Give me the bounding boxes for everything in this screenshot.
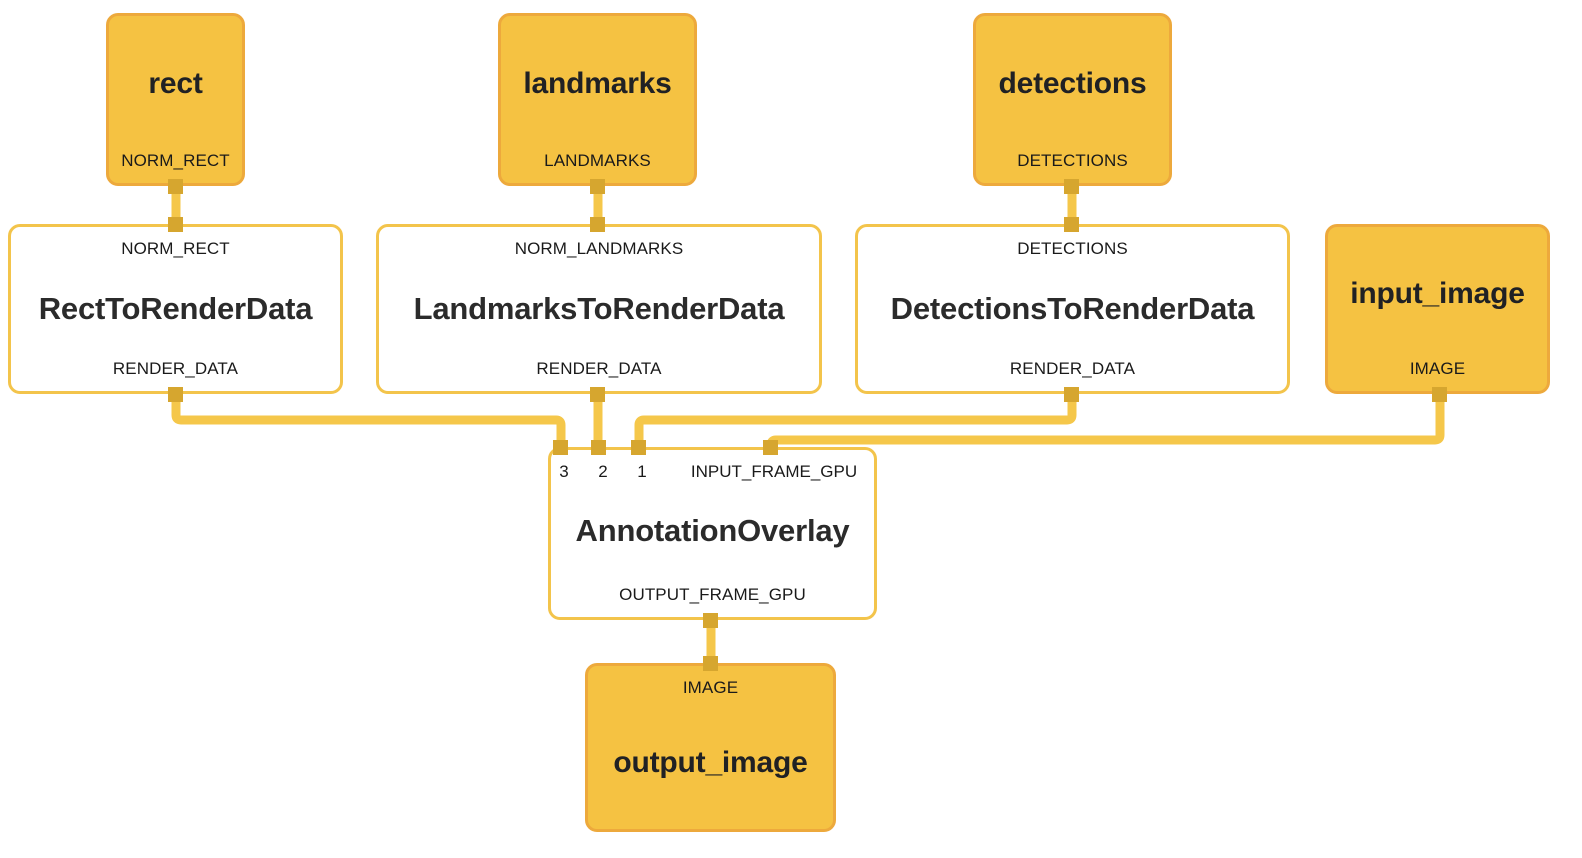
- node-title-landmarkstorenderdata: LandmarksToRenderData: [413, 291, 785, 326]
- node-landmarkstorenderdata[interactable]: NORM_LANDMARKS LandmarksToRenderData REN…: [376, 224, 822, 394]
- port-label-detectionstorenderdata-out: RENDER_DATA: [1009, 359, 1136, 378]
- port-label-overlay-input-3: 3: [559, 462, 569, 481]
- outputimage-bottom-spacer: [588, 828, 833, 829]
- inputimage-output-row: IMAGE: [1328, 359, 1547, 391]
- detectionstorenderdata-title-row: DetectionsToRenderData: [858, 259, 1287, 359]
- edge-recttorenderdata-to-overlay-3: [171, 393, 566, 452]
- node-landmarks[interactable]: landmarks LANDMARKS: [498, 13, 697, 186]
- port-label-overlay-input-frame: INPUT_FRAME_GPU: [690, 462, 858, 481]
- node-recttorenderdata[interactable]: NORM_RECT RectToRenderData RENDER_DATA: [8, 224, 343, 394]
- annotationoverlay-title-row: AnnotationOverlay: [551, 476, 874, 585]
- port-label-detections-out: DETECTIONS: [1017, 151, 1128, 170]
- detectionstorenderdata-output-row: RENDER_DATA: [858, 359, 1287, 391]
- port-label-detectionstorenderdata-in: DETECTIONS: [1017, 239, 1128, 258]
- detectionstorenderdata-input-row: DETECTIONS: [858, 227, 1287, 259]
- inputimage-title-row: input_image: [1328, 228, 1547, 359]
- node-title-rect: rect: [148, 67, 203, 100]
- edge-detectionstorenderdata-to-overlay-1: [634, 393, 1077, 452]
- port-label-overlay-input-1: 1: [637, 462, 647, 481]
- node-detectionstorenderdata[interactable]: DETECTIONS DetectionsToRenderData RENDER…: [855, 224, 1290, 394]
- port-landmarkstorenderdata-input[interactable]: [590, 217, 605, 232]
- node-title-landmarks: landmarks: [523, 67, 672, 100]
- node-title-detectionstorenderdata: DetectionsToRenderData: [890, 291, 1255, 326]
- node-inputimage[interactable]: input_image IMAGE: [1325, 224, 1550, 394]
- port-label-landmarks-out: LANDMARKS: [544, 151, 651, 170]
- port-label-landmarkstorenderdata-in: NORM_LANDMARKS: [514, 239, 684, 258]
- rect-output-row: NORM_RECT: [109, 151, 242, 183]
- node-detections[interactable]: detections DETECTIONS: [973, 13, 1172, 186]
- recttorenderdata-input-row: NORM_RECT: [11, 227, 340, 259]
- detections-output-row: DETECTIONS: [976, 151, 1169, 183]
- node-title-inputimage: input_image: [1350, 276, 1525, 310]
- detections-title-row: detections: [976, 17, 1169, 151]
- port-label-recttorenderdata-out: RENDER_DATA: [112, 359, 239, 378]
- port-label-overlay-input-2: 2: [598, 462, 608, 481]
- port-label-outputimage-in: IMAGE: [682, 678, 739, 697]
- node-outputimage[interactable]: IMAGE output_image: [585, 663, 836, 832]
- port-label-rect-out: NORM_RECT: [121, 151, 230, 170]
- outputimage-title-row: output_image: [588, 698, 833, 828]
- port-label-recttorenderdata-in: NORM_RECT: [121, 239, 230, 258]
- landmarks-title-row: landmarks: [501, 17, 694, 151]
- port-detections-output[interactable]: [1064, 179, 1079, 194]
- port-recttorenderdata-input[interactable]: [168, 217, 183, 232]
- port-detectionstorenderdata-output[interactable]: [1064, 387, 1079, 402]
- port-inputimage-output[interactable]: [1432, 387, 1447, 402]
- port-label-inputimage-out: IMAGE: [1409, 359, 1466, 378]
- annotationoverlay-output-row: OUTPUT_FRAME_GPU: [551, 585, 874, 617]
- port-recttorenderdata-output[interactable]: [168, 387, 183, 402]
- rect-title-row: rect: [109, 17, 242, 151]
- node-title-annotationoverlay: AnnotationOverlay: [575, 512, 850, 548]
- annotationoverlay-inputs-row: 3 2 1 INPUT_FRAME_GPU: [551, 450, 874, 481]
- port-detectionstorenderdata-input[interactable]: [1064, 217, 1079, 232]
- port-label-overlay-out: OUTPUT_FRAME_GPU: [619, 585, 806, 604]
- edge-inputimage-to-overlay-inputframe: [766, 393, 1445, 452]
- port-overlay-input-3[interactable]: [553, 440, 568, 455]
- landmarks-output-row: LANDMARKS: [501, 151, 694, 183]
- outputimage-input-row: IMAGE: [588, 666, 833, 698]
- node-title-recttorenderdata: RectToRenderData: [38, 291, 313, 326]
- port-landmarks-output[interactable]: [590, 179, 605, 194]
- port-overlay-input-frame[interactable]: [763, 440, 778, 455]
- port-overlay-input-2[interactable]: [591, 440, 606, 455]
- landmarkstorenderdata-input-row: NORM_LANDMARKS: [379, 227, 819, 259]
- port-rect-output[interactable]: [168, 179, 183, 194]
- port-label-landmarkstorenderdata-out: RENDER_DATA: [536, 359, 662, 378]
- node-title-detections: detections: [998, 67, 1147, 100]
- port-overlay-input-1[interactable]: [631, 440, 646, 455]
- port-outputimage-input[interactable]: [703, 656, 718, 671]
- landmarkstorenderdata-output-row: RENDER_DATA: [379, 359, 819, 391]
- node-annotationoverlay[interactable]: 3 2 1 INPUT_FRAME_GPU AnnotationOverlay …: [548, 447, 877, 620]
- port-landmarkstorenderdata-output[interactable]: [590, 387, 605, 402]
- landmarkstorenderdata-title-row: LandmarksToRenderData: [379, 259, 819, 359]
- recttorenderdata-output-row: RENDER_DATA: [11, 359, 340, 391]
- recttorenderdata-title-row: RectToRenderData: [11, 259, 340, 359]
- node-rect[interactable]: rect NORM_RECT: [106, 13, 245, 186]
- node-title-outputimage: output_image: [613, 746, 808, 779]
- port-overlay-output[interactable]: [703, 613, 718, 628]
